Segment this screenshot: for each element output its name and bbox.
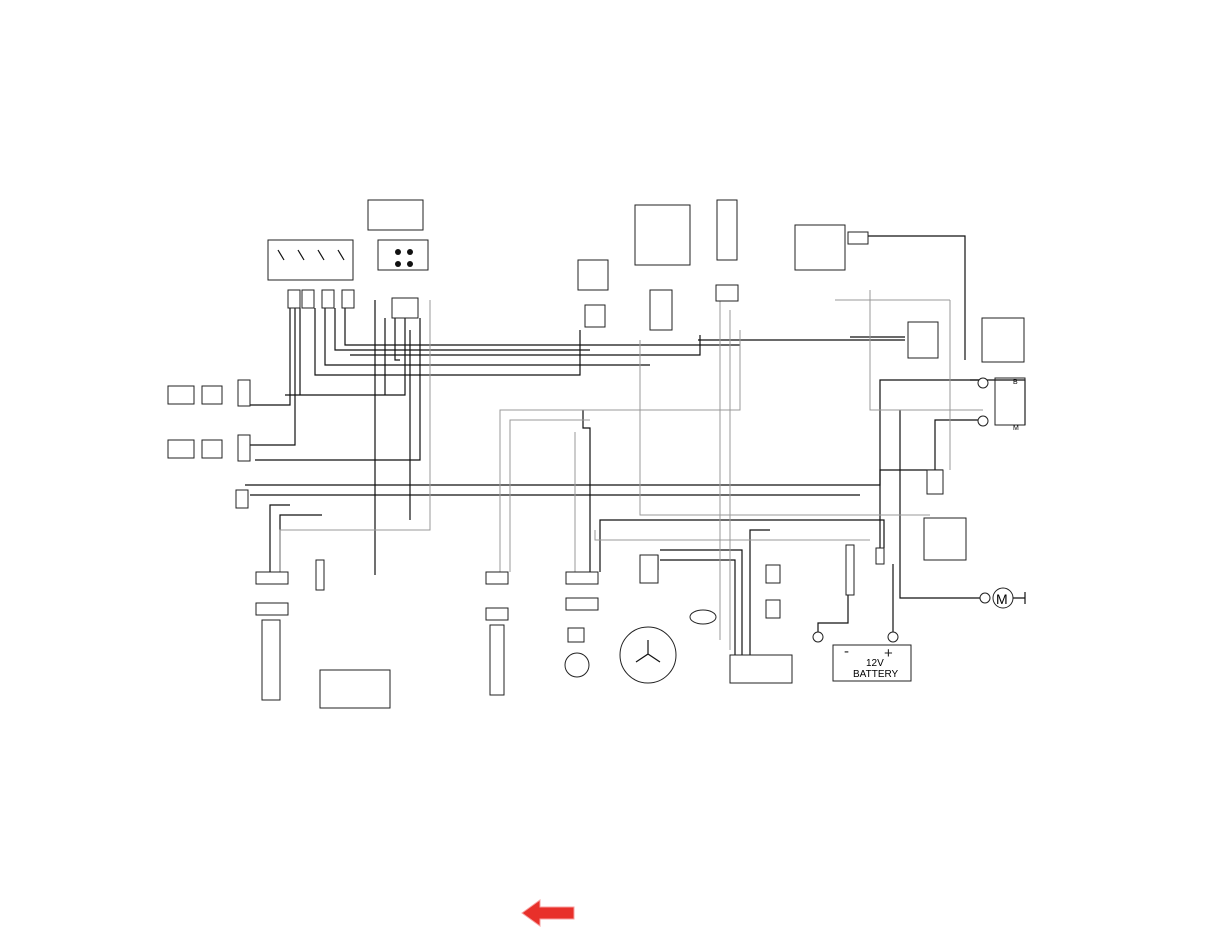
brake-connector <box>715 284 739 302</box>
tail-connector <box>689 609 717 625</box>
rear-brake-switch <box>489 624 505 696</box>
motor-symbol: M <box>996 591 1008 607</box>
handlebar-switch-connector <box>367 199 429 271</box>
wire <box>250 308 296 446</box>
magneto-coils <box>635 640 661 663</box>
light-connector-b <box>765 599 781 619</box>
kill-connector <box>584 304 606 328</box>
starter-motor: M <box>979 587 1026 609</box>
terminal-m-label: M <box>1013 425 1019 432</box>
horn <box>564 652 590 678</box>
regulator-connector <box>847 231 869 245</box>
left-arrow-icon[interactable] <box>520 898 576 928</box>
starter-relay: B M <box>977 377 1026 432</box>
wire <box>350 335 701 356</box>
relay-connector <box>926 469 944 495</box>
magneto <box>619 626 677 684</box>
headlight-low <box>167 434 251 462</box>
neutral-switch <box>923 517 967 561</box>
headlight-high <box>167 379 251 407</box>
lower-connectors <box>255 559 599 621</box>
fuse-main <box>875 547 885 565</box>
battery-voltage-label: 12V <box>866 658 884 669</box>
battery: - + 12V BATTERY <box>812 631 912 682</box>
ignition-connector <box>649 289 673 331</box>
wire <box>255 318 421 461</box>
wire-gray <box>869 290 983 411</box>
wire <box>934 419 983 470</box>
wire <box>394 318 400 361</box>
accessory-connector <box>235 489 249 509</box>
handwarmer-block <box>319 669 391 709</box>
brake-switch <box>716 199 738 261</box>
kill-switch <box>577 259 609 291</box>
wire-gray <box>639 340 930 516</box>
wire-gray <box>509 419 590 572</box>
wire <box>334 308 590 351</box>
wire <box>269 504 290 572</box>
switch-block <box>267 239 354 281</box>
regulator <box>794 224 846 271</box>
cdi-connector <box>907 321 939 359</box>
voltage-regulator <box>729 654 793 684</box>
battery-plus-label: + <box>884 645 893 662</box>
wire <box>749 529 770 655</box>
wire <box>285 318 406 396</box>
fuse-holder <box>845 544 855 596</box>
wire <box>344 308 740 346</box>
ignition-switch <box>634 204 691 266</box>
connector-row <box>287 289 419 319</box>
wire <box>250 308 291 406</box>
wire <box>582 410 591 572</box>
light-connector-a <box>765 564 781 584</box>
wire <box>314 308 581 376</box>
wire-gray <box>279 300 431 572</box>
throttle-switch <box>261 619 281 701</box>
wires <box>245 235 1026 655</box>
battery-minus-label: - <box>844 643 849 660</box>
magneto-connector <box>639 554 659 584</box>
wire <box>879 469 943 548</box>
battery-label: BATTERY <box>853 669 899 680</box>
gray-wires <box>279 290 983 650</box>
cdi-unit <box>981 317 1025 363</box>
wire <box>245 379 983 486</box>
wire <box>599 519 885 572</box>
fuse <box>567 627 585 643</box>
wire-gray <box>594 530 870 541</box>
wire <box>817 595 849 632</box>
wire <box>324 308 650 366</box>
wire <box>868 235 966 360</box>
wire <box>899 410 985 599</box>
wire <box>660 559 736 655</box>
terminal-b-label: B <box>1013 379 1018 386</box>
wire-gray <box>499 330 741 572</box>
wire <box>660 549 743 655</box>
